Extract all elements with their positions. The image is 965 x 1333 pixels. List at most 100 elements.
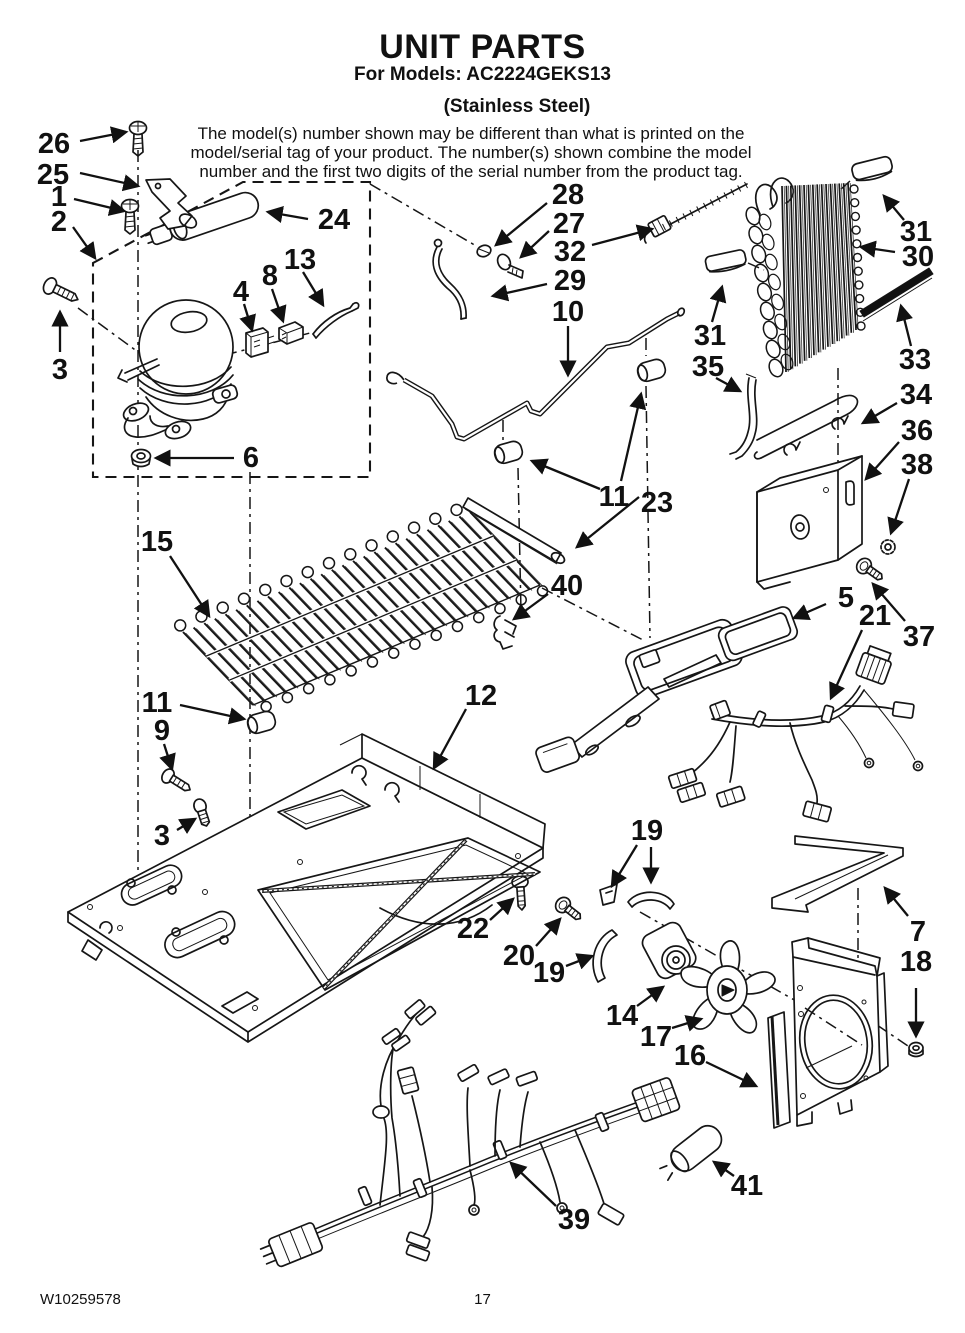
callout-leader-31 <box>709 284 727 323</box>
callout-leader-30 <box>858 240 896 258</box>
callout-16-40: 16 <box>674 1040 706 1072</box>
callout-leader-14 <box>636 985 666 1007</box>
callout-5-26: 5 <box>838 582 854 614</box>
heater-wires-35 <box>729 373 758 460</box>
bracket-36 <box>756 455 863 590</box>
tube-29 <box>432 238 467 320</box>
callout-leader-11 <box>179 703 247 725</box>
cap-28 <box>476 244 492 258</box>
callout-28-10: 28 <box>552 179 584 211</box>
callout-30-20: 30 <box>902 241 934 273</box>
callout-leader-32 <box>591 224 655 247</box>
callout-leader-21 <box>829 629 864 701</box>
trim-strip-33 <box>859 267 934 322</box>
callout-leader-36 <box>864 441 900 481</box>
screw-1 <box>120 198 140 235</box>
callout-19-37: 19 <box>533 957 565 989</box>
callout-leader-16 <box>705 1060 759 1088</box>
callout-leader-2 <box>72 226 97 261</box>
callout-19-36: 19 <box>631 815 663 847</box>
callout-leader-37 <box>871 582 906 622</box>
grommet-11-c <box>246 710 277 735</box>
callout-leader-27 <box>519 230 550 259</box>
callout-leader-33 <box>896 303 913 347</box>
callout-leader-25 <box>79 171 141 192</box>
callout-13-6: 13 <box>284 244 316 276</box>
models-line: For Models: AC2224GEKS13 <box>354 64 611 85</box>
grommet-38 <box>880 539 896 555</box>
callout-leader-22 <box>489 897 515 921</box>
compressor-compartment-outline <box>91 180 372 479</box>
page-title: UNIT PARTS <box>379 28 586 66</box>
callout-leader-9 <box>159 743 176 772</box>
callout-leader-7 <box>883 886 909 917</box>
page-number: 17 <box>474 1291 491 1308</box>
wire-32 <box>643 181 748 244</box>
disclaimer: The model(s) number shown may be differe… <box>161 124 781 181</box>
callout-8-7: 8 <box>262 260 278 292</box>
callout-leader-35 <box>715 376 743 393</box>
callout-leader-5 <box>791 602 827 621</box>
callout-36-23: 36 <box>901 415 933 447</box>
callout-3-4: 3 <box>52 354 68 386</box>
compressor <box>117 299 239 440</box>
callout-leader-40 <box>511 593 549 621</box>
callout-leader-8 <box>270 288 287 324</box>
bolt-20 <box>554 896 582 921</box>
drain-strip-23 <box>462 497 566 565</box>
callout-leader-1 <box>73 197 127 216</box>
callout-11-31: 11 <box>142 687 173 719</box>
callout-leader-29 <box>490 282 548 302</box>
condenser-tab-31-left <box>704 249 747 273</box>
doc-number: W10259578 <box>40 1291 121 1308</box>
callout-leader-11 <box>529 458 601 491</box>
callout-31-15: 31 <box>694 320 726 352</box>
fan-shroud-16 <box>767 937 889 1129</box>
callout-34-22: 34 <box>900 379 932 411</box>
condenser-coil <box>745 177 866 378</box>
callout-4-8: 4 <box>233 276 249 308</box>
evaporator-coil <box>173 503 549 713</box>
callout-6-9: 6 <box>243 442 259 474</box>
grommet-11-a <box>493 440 524 465</box>
callout-27-11: 27 <box>553 208 585 240</box>
bolt-37 <box>855 557 883 581</box>
clip-40 <box>493 615 517 650</box>
grommet-11-b <box>636 358 667 383</box>
callout-leader-41 <box>711 1160 735 1178</box>
callout-leader-11 <box>619 391 647 482</box>
callout-18-42: 18 <box>900 946 932 978</box>
callout-leader-23 <box>574 496 640 549</box>
relay-8 <box>278 321 304 345</box>
bolt-27 <box>496 253 524 279</box>
callout-32-12: 32 <box>554 236 586 268</box>
callout-leader-17 <box>671 1015 704 1032</box>
callout-leader-13 <box>302 271 325 308</box>
callout-leader-26 <box>79 126 129 144</box>
callout-leader-31 <box>882 194 905 221</box>
callout-38-24: 38 <box>901 449 933 481</box>
bolt-3-lower <box>193 798 211 827</box>
fan-blade-17 <box>677 940 779 1038</box>
nut-18 <box>908 1041 924 1058</box>
relay-overload-4 <box>245 327 275 358</box>
callout-leader-3 <box>176 817 198 835</box>
callout-2-3: 2 <box>51 206 67 238</box>
callout-39-44: 39 <box>558 1204 590 1236</box>
callout-leader-15 <box>169 555 211 619</box>
callout-leader-19 <box>610 844 638 889</box>
callout-37-25: 37 <box>903 621 935 653</box>
callout-leader-19 <box>565 953 595 970</box>
callout-22-34: 22 <box>457 913 489 945</box>
tube-clip-13 <box>312 301 360 339</box>
callout-26-0: 26 <box>38 128 70 160</box>
defrost-heater-34 <box>753 394 859 460</box>
callout-20-35: 20 <box>503 940 535 972</box>
callout-leader-38 <box>887 478 911 536</box>
callout-31-19: 31 <box>900 216 932 248</box>
callout-7-41: 7 <box>910 916 926 948</box>
tray-5 <box>535 606 799 773</box>
callout-33-21: 33 <box>899 344 931 376</box>
callout-leader-4 <box>239 303 256 333</box>
